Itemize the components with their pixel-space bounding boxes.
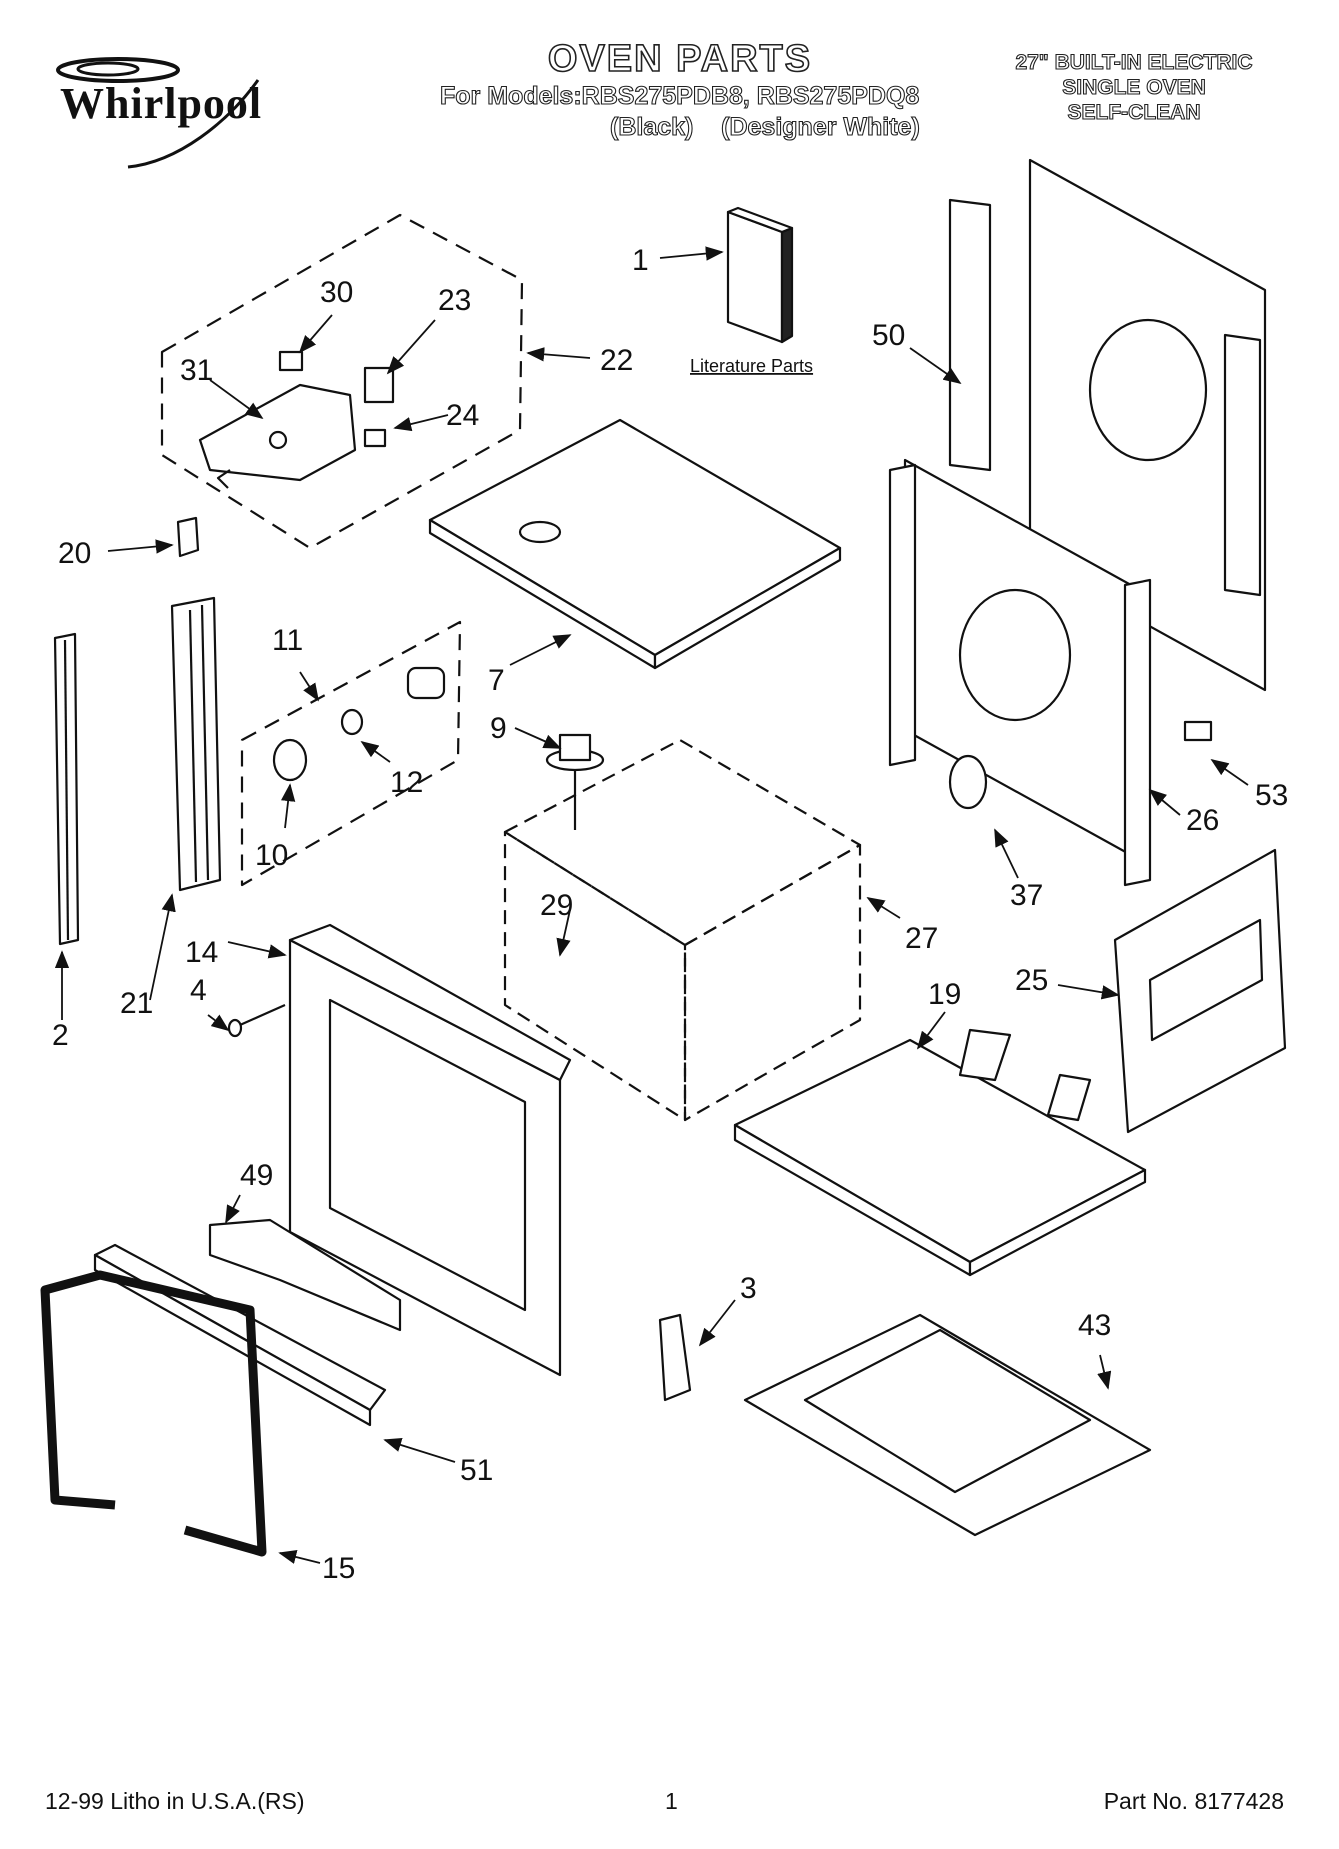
model-variants: (Black) (Designer White) xyxy=(609,112,920,141)
callout-2: 2 xyxy=(52,1019,69,1052)
callout-12: 12 xyxy=(390,766,423,799)
oven-top-panel xyxy=(428,418,842,670)
callout-4: 4 xyxy=(190,974,207,1007)
callout-19: 19 xyxy=(928,978,961,1011)
side-trim-strip xyxy=(53,632,80,946)
callout-26: 26 xyxy=(1186,804,1219,837)
callout-25: 25 xyxy=(1015,964,1048,997)
callout-50: 50 xyxy=(872,319,905,352)
callout-24: 24 xyxy=(446,399,479,432)
oven-type-line-2: SINGLE OVEN xyxy=(1062,75,1207,99)
callout-29: 29 xyxy=(540,889,573,922)
literature-booklet xyxy=(726,206,794,344)
callout-37: 37 xyxy=(1010,879,1043,912)
oven-front-frame xyxy=(288,923,572,1377)
models-line: For Models:RBS275PDB8, RBS275PDQ8 xyxy=(439,81,920,110)
print-info: 12-99 Litho in U.S.A.(RS) xyxy=(45,1788,305,1814)
bottom-tray xyxy=(733,1028,1147,1277)
oven-type-block: 27" BUILT-IN ELECTRIC SINGLE OVEN SELF-C… xyxy=(984,50,1284,125)
callout-numbers: 1 2 3 4 7 9 10 11 12 14 15 19 20 21 22 2… xyxy=(52,244,1288,1585)
callout-27: 27 xyxy=(905,922,938,955)
back-clip xyxy=(1183,720,1213,742)
door-gasket xyxy=(40,1270,267,1557)
callout-15: 15 xyxy=(322,1552,355,1585)
callout-30: 30 xyxy=(320,276,353,309)
callout-14: 14 xyxy=(185,936,218,969)
lamp-parts xyxy=(272,666,446,782)
callout-11: 11 xyxy=(272,624,303,657)
clip-part xyxy=(176,516,200,558)
callout-43: 43 xyxy=(1078,1309,1111,1342)
vent-assembly xyxy=(545,733,605,830)
side-channel xyxy=(170,596,222,892)
side-panel xyxy=(1113,848,1287,1134)
brand-logo: Whirlpool xyxy=(60,79,263,128)
rear-panel xyxy=(948,158,1267,692)
vent-bracket xyxy=(208,1218,402,1332)
callout-22: 22 xyxy=(600,344,633,377)
oven-cavity xyxy=(503,738,862,1122)
callout-31: 31 xyxy=(180,354,213,387)
callout-10: 10 xyxy=(255,839,288,872)
whirlpool-swirl-icon xyxy=(56,57,260,169)
control-bracket-group-outline xyxy=(160,213,524,550)
page-number: 1 xyxy=(665,1788,678,1814)
callout-1: 1 xyxy=(632,244,649,277)
leader-lines xyxy=(54,246,1249,1564)
part-number: Part No. 8177428 xyxy=(1103,1788,1284,1814)
bottom-pan xyxy=(743,1313,1152,1537)
callout-49: 49 xyxy=(240,1159,273,1192)
literature-parts-label: Literature Parts xyxy=(690,356,813,376)
callout-7: 7 xyxy=(488,664,505,697)
callout-51: 51 xyxy=(460,1454,493,1487)
callout-53: 53 xyxy=(1255,779,1288,812)
callout-20: 20 xyxy=(58,537,91,570)
oven-type-line-3: SELF-CLEAN xyxy=(1067,100,1201,124)
back-gasket-ring xyxy=(948,754,988,810)
switch-bracket-assembly xyxy=(198,350,395,489)
screw-part xyxy=(227,1003,286,1038)
page-title: OVEN PARTS xyxy=(547,37,813,81)
lamp-group-outline xyxy=(240,620,462,887)
callout-21: 21 xyxy=(120,987,153,1020)
oven-type-line-1: 27" BUILT-IN ELECTRIC xyxy=(1015,50,1253,74)
callout-23: 23 xyxy=(438,284,471,317)
callout-9: 9 xyxy=(490,712,507,745)
callout-3: 3 xyxy=(740,1272,757,1305)
small-bracket xyxy=(658,1313,692,1402)
